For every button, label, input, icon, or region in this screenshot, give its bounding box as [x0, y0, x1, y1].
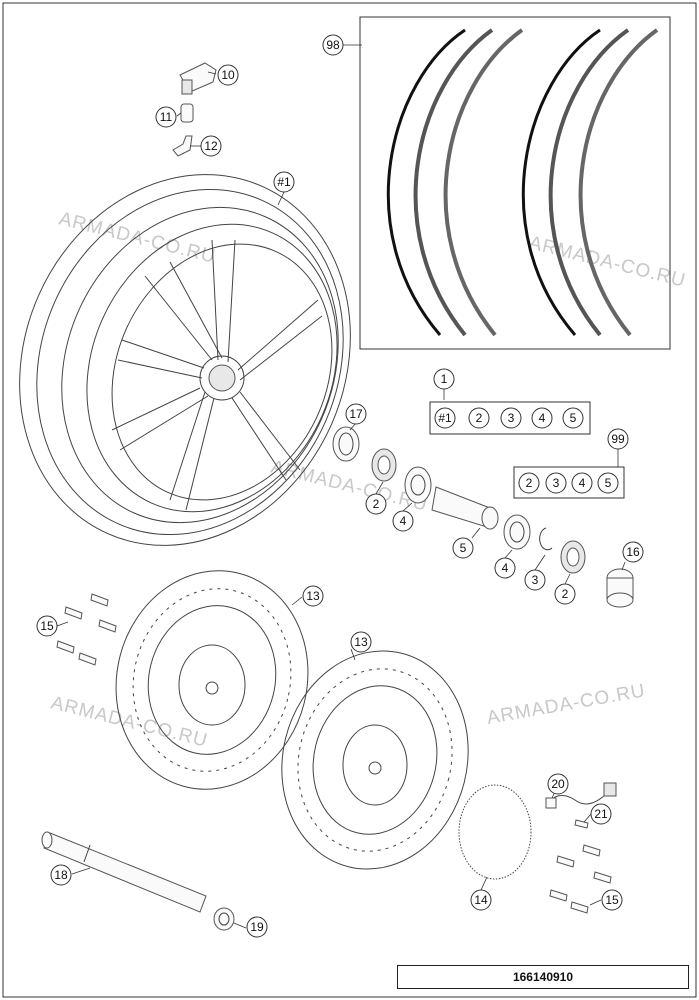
callout-12: 12	[204, 139, 218, 153]
callout-14: 14	[474, 893, 488, 907]
wheel-rim	[19, 174, 351, 546]
brake-disc-left	[115, 570, 309, 790]
wheel-axle	[41, 831, 207, 913]
spacer-5	[431, 486, 499, 530]
abs-sensor-ring	[458, 784, 532, 880]
callout-circle	[607, 428, 629, 450]
callout-99: 99	[611, 432, 625, 446]
bearing-4-right	[503, 514, 531, 550]
kit-1-item: #1	[438, 411, 452, 425]
callout-circle	[547, 773, 569, 795]
kit-1-item-circle	[434, 407, 456, 429]
kit-99-item: 4	[579, 476, 586, 490]
callout-circle	[273, 171, 295, 193]
callout-circle	[524, 569, 546, 591]
seal-2-right	[560, 540, 586, 574]
valve-sleeve	[180, 103, 194, 123]
kit-99-item-circle	[571, 472, 593, 494]
callout-circle	[452, 537, 474, 559]
kit-99-item: 2	[526, 476, 533, 490]
brake-disc-right	[281, 650, 469, 870]
kit-1-item: 3	[508, 411, 515, 425]
callout-2-left: 2	[373, 497, 380, 511]
watermark-text: ARMADA-CO.RU	[485, 680, 647, 729]
callout-circle	[494, 557, 516, 579]
kit-1-item: 5	[570, 411, 577, 425]
sensor-screw	[574, 819, 589, 829]
disc-bolts-left	[56, 593, 117, 666]
bearing-4-left	[404, 466, 432, 504]
callout-circle	[601, 889, 623, 911]
watermark-text: ARMADA-CO.RU	[49, 692, 210, 751]
callout-circle	[590, 803, 612, 825]
kit-1-item: 2	[476, 411, 483, 425]
kit-99-item-circle	[518, 472, 540, 494]
callout-3: 3	[532, 573, 539, 587]
circlip-3	[539, 527, 553, 551]
callout-4-left: 4	[400, 514, 407, 528]
callout-labels: 98 10 11 12 #1 1 17 99 2 4 5 4 3 2 16 15…	[40, 38, 640, 934]
callout-13-left: 13	[306, 589, 320, 603]
document-number: 166140910	[397, 965, 689, 989]
valve-stem	[172, 135, 193, 157]
callout-15-right: 15	[605, 893, 619, 907]
kit-99-item: 5	[605, 476, 612, 490]
callout-16: 16	[626, 545, 640, 559]
watermark-text: ARMADA-CO.RU	[527, 232, 688, 291]
valve-cap	[179, 62, 217, 95]
callout-19: 19	[250, 920, 264, 934]
kit-99-item-circle	[597, 472, 619, 494]
kit-1-box	[429, 401, 591, 435]
callout-circle	[200, 135, 222, 157]
callout-1: 1	[441, 372, 448, 386]
callout-circle	[155, 106, 177, 128]
callout-circle	[433, 368, 455, 390]
axle-nut	[213, 907, 235, 931]
callout-10: 10	[221, 68, 235, 82]
callout-2-right: 2	[562, 587, 569, 601]
callout-circle	[350, 631, 372, 653]
kit-1-item-circle	[468, 407, 490, 429]
callout-18: 18	[54, 868, 68, 882]
callout-5: 5	[460, 541, 467, 555]
callout-98: 98	[326, 38, 340, 52]
callout-15-left: 15	[40, 619, 54, 633]
decal-kit-box	[359, 16, 671, 350]
callout-circle	[246, 916, 268, 938]
callout-21: 21	[594, 807, 608, 821]
callout-circle	[622, 541, 644, 563]
spacer-16	[606, 568, 634, 608]
callout-17: 17	[349, 407, 363, 421]
seal-2-left	[371, 448, 397, 482]
callout-circle	[36, 615, 58, 637]
callout-4-right: 4	[502, 561, 509, 575]
leader-lines	[56, 44, 626, 929]
kit-1-item: 4	[539, 411, 546, 425]
wheel-speed-sensor	[545, 782, 617, 809]
callout-circle	[470, 889, 492, 911]
disc-bolts-right	[549, 844, 612, 914]
callout-circle	[365, 493, 387, 515]
kit-99-box	[513, 466, 625, 499]
kit-99-item-circle	[545, 472, 567, 494]
callout-circle	[302, 585, 324, 607]
callout-11: 11	[160, 110, 173, 124]
kit-1-item-circle	[500, 407, 522, 429]
callout-circle	[345, 403, 367, 425]
kit-1-item-circle	[562, 407, 584, 429]
callout-20: 20	[551, 777, 565, 791]
seal-17	[332, 426, 360, 462]
callouts	[36, 34, 644, 938]
callout-circle	[217, 64, 239, 86]
kit-1-item-circle	[531, 407, 553, 429]
callout-circle	[322, 34, 344, 56]
callout-circle	[50, 864, 72, 886]
kit-99-item: 3	[553, 476, 560, 490]
callout-wheel: #1	[277, 175, 291, 189]
callout-13-right: 13	[354, 635, 368, 649]
callout-circle	[392, 510, 414, 532]
callout-circle	[554, 583, 576, 605]
